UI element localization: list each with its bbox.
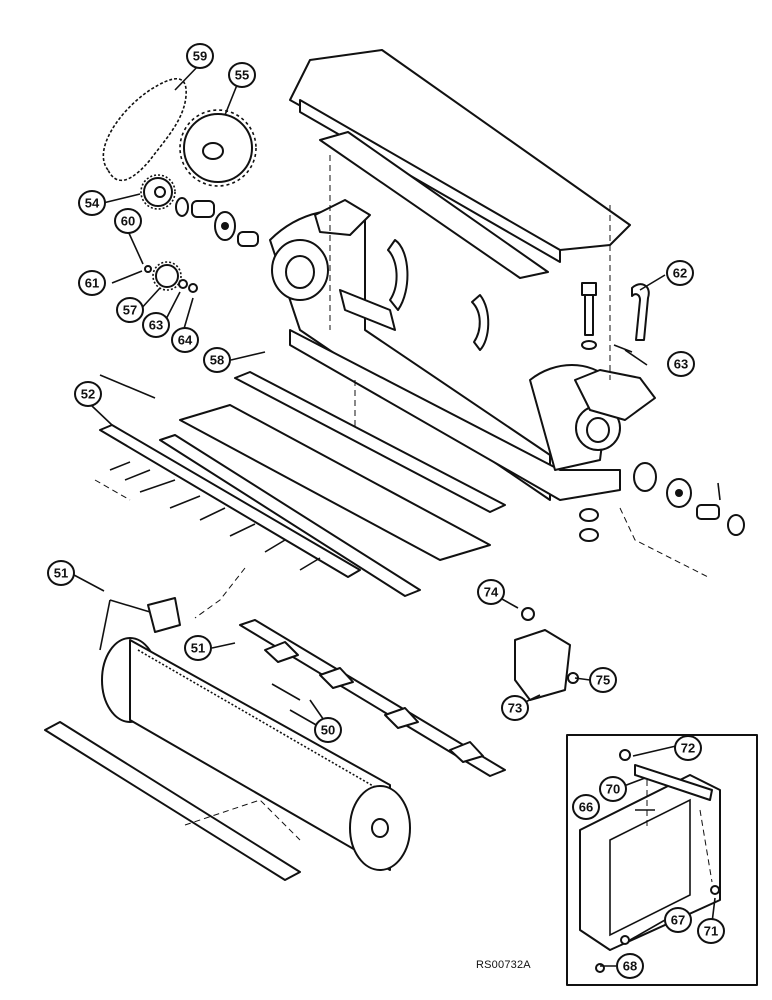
callout-61: 61 (78, 270, 106, 296)
support-bracket (514, 607, 579, 701)
callout-68: 68 (616, 953, 644, 979)
callout-62: 62 (666, 260, 694, 286)
callout-63-left: 63 (142, 312, 170, 338)
leader-lines (73, 63, 716, 967)
idler-sprocket (144, 261, 198, 293)
svg-text:55: 55 (235, 68, 249, 83)
callout-74: 74 (477, 579, 505, 605)
callout-75: 75 (589, 667, 617, 693)
svg-text:50: 50 (321, 723, 335, 738)
svg-text:61: 61 (85, 276, 99, 291)
svg-text:58: 58 (210, 353, 224, 368)
slat-assembly (94, 371, 506, 619)
callout-66: 66 (572, 794, 600, 820)
svg-text:64: 64 (178, 333, 193, 348)
svg-text:68: 68 (623, 959, 637, 974)
callout-54: 54 (78, 190, 106, 216)
callout-73: 73 (501, 695, 529, 721)
callout-51-upper: 51 (47, 560, 75, 586)
crank-handle (99, 597, 181, 651)
right-shaft-dashed (619, 507, 711, 579)
callout-58: 58 (203, 347, 231, 373)
callout-60: 60 (114, 208, 142, 234)
drive-chain (102, 78, 187, 182)
callout-71: 71 (697, 918, 725, 944)
svg-text:60: 60 (121, 214, 135, 229)
bearing-stack (175, 197, 259, 247)
svg-text:63: 63 (674, 357, 688, 372)
u-bolt-pin (613, 283, 650, 353)
svg-text:66: 66 (579, 800, 593, 815)
svg-text:59: 59 (193, 49, 207, 64)
svg-text:71: 71 (704, 924, 718, 939)
svg-text:51: 51 (54, 566, 68, 581)
svg-text:72: 72 (681, 741, 695, 756)
callout-72: 72 (674, 735, 702, 761)
svg-text:67: 67 (671, 913, 685, 928)
large-sprocket (179, 109, 257, 187)
callout-50: 50 (314, 717, 342, 743)
svg-text:57: 57 (123, 303, 137, 318)
svg-text:74: 74 (484, 585, 499, 600)
callout-70: 70 (599, 776, 627, 802)
vertical-bolt (581, 282, 597, 350)
svg-text:73: 73 (508, 701, 522, 716)
svg-text:52: 52 (81, 387, 95, 402)
svg-text:75: 75 (596, 673, 610, 688)
callout-51-lower: 51 (184, 635, 212, 661)
right-bearing-stack (633, 462, 745, 536)
figure-code: RS00732A (476, 959, 531, 971)
callout-52: 52 (74, 381, 102, 407)
bottom-nuts (579, 508, 599, 542)
callout-55: 55 (228, 62, 256, 88)
inset-panel (566, 734, 758, 986)
svg-text:62: 62 (673, 266, 687, 281)
lower-shaft (239, 619, 506, 777)
svg-text:70: 70 (606, 782, 620, 797)
callout-64: 64 (171, 327, 199, 353)
callout-59: 59 (186, 43, 214, 69)
svg-text:63: 63 (149, 318, 163, 333)
small-sprocket (140, 174, 176, 210)
callout-57: 57 (116, 297, 144, 323)
callout-67: 67 (664, 907, 692, 933)
main-housing (269, 49, 656, 501)
drum (101, 637, 411, 871)
callout-63-right: 63 (667, 351, 695, 377)
lower-angle-bar (44, 721, 301, 881)
svg-text:54: 54 (85, 196, 100, 211)
svg-text:51: 51 (191, 641, 205, 656)
callouts: 59 55 54 60 61 57 63 64 58 62 63 52 51 7… (47, 43, 725, 979)
